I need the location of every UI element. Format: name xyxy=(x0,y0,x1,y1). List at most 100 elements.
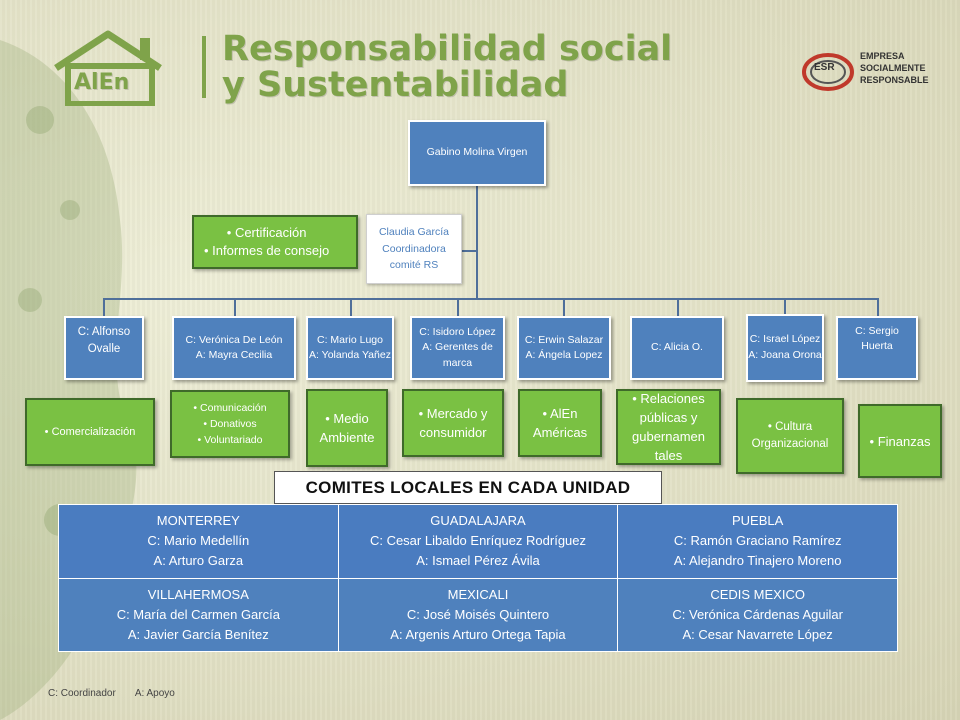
branch-line xyxy=(103,298,879,300)
committee-line: C: Isidoro López xyxy=(419,326,496,339)
unit-cell-monterrey: MONTERREY C: Mario Medellín A: Arturo Ga… xyxy=(58,504,339,579)
unit-support: A: Argenis Arturo Ortega Tapia xyxy=(390,626,566,642)
committee-node-7: C: Israel López A: Joana Orona xyxy=(746,314,824,382)
branch-drop-3 xyxy=(350,298,352,318)
committee-line: C: Israel López xyxy=(749,333,821,346)
unit-city: PUEBLA xyxy=(732,513,784,529)
committee-line: A: Ángela Lopez xyxy=(525,349,603,361)
unit-coordinator: C: Ramón Graciano Ramírez xyxy=(673,533,842,549)
area-box-7: Cultura Organizacional xyxy=(736,398,844,474)
unit-support: A: Alejandro Tinajero Moreno xyxy=(673,553,842,569)
area-box-5: AlEn Américas xyxy=(518,389,602,457)
unit-cell-mexicali: MEXICALI C: José Moisés Quintero A: Arge… xyxy=(337,577,619,652)
committee-node-4: C: Isidoro López A: Gerentes de marca xyxy=(410,316,505,380)
committee-node-3: C: Mario Lugo A: Yolanda Yañez xyxy=(306,316,394,380)
house-logo-icon xyxy=(54,30,162,107)
area-item: Medio Ambiente xyxy=(308,409,386,447)
unit-support: A: Javier García Benítez xyxy=(127,626,269,642)
committee-line: A: Gerentes de marca xyxy=(422,341,493,369)
header-divider xyxy=(202,36,206,98)
top-node-name: Gabino Molina Virgen xyxy=(426,146,528,159)
alen-logo: AlEn xyxy=(48,28,198,107)
area-item: AlEn Américas xyxy=(520,404,600,442)
committee-line: C: Verónica De León xyxy=(185,333,283,346)
area-box-6: Relaciones públicas y gubernamen tales xyxy=(616,389,721,465)
local-committees-label: COMITES LOCALES EN CADA UNIDAD xyxy=(274,471,662,504)
area-item: Comunicación xyxy=(193,400,267,416)
area-item: Relaciones públicas y gubernamen tales xyxy=(618,389,719,465)
unit-coordinator: C: Verónica Cárdenas Aguilar xyxy=(672,606,843,622)
coordinator-connector xyxy=(462,250,477,252)
unit-city: MONTERREY xyxy=(156,513,240,529)
unit-support: A: Arturo Garza xyxy=(153,553,244,569)
branch-drop-1 xyxy=(103,298,105,318)
unit-coordinator: C: José Moisés Quintero xyxy=(406,606,550,622)
esr-logo: ESR EMPRESA SOCIALMENTE RESPONSABLE xyxy=(800,42,940,102)
unit-support: A: Ismael Pérez Ávila xyxy=(416,553,540,569)
unit-city: VILLAHERMOSA xyxy=(147,586,249,602)
committee-line: A: Yolanda Yañez xyxy=(309,349,391,361)
unit-cell-guadalajara: GUADALAJARA C: Cesar Libaldo Enríquez Ro… xyxy=(337,504,619,579)
area-item: Finanzas xyxy=(870,434,931,449)
coordinator-name: Claudia García xyxy=(378,225,450,238)
committee-line: C: Sergio Huerta xyxy=(855,325,899,353)
top-node: Gabino Molina Virgen xyxy=(408,120,546,186)
unit-city: MEXICALI xyxy=(447,586,509,602)
trunk-line xyxy=(476,186,478,298)
esr-line3: RESPONSABLE xyxy=(860,75,929,85)
duty-item: Informes de consejo xyxy=(204,242,329,260)
table-row: MONTERREY C: Mario Medellín A: Arturo Ga… xyxy=(58,504,898,579)
branch-drop-7 xyxy=(784,298,786,318)
committee-line: A: Joana Orona xyxy=(748,349,822,361)
local-committees-table: MONTERREY C: Mario Medellín A: Arturo Ga… xyxy=(58,504,898,652)
branch-drop-8 xyxy=(877,298,879,318)
committee-line: C: Erwin Salazar xyxy=(524,333,604,346)
coordinator-role: Coordinadora comité RS xyxy=(382,242,446,272)
unit-coordinator: C: Mario Medellín xyxy=(147,533,250,549)
brand-logo-text: AlEn xyxy=(74,70,130,95)
area-item: Voluntariado xyxy=(193,432,266,448)
unit-city: CEDIS MEXICO xyxy=(710,586,805,602)
unit-coordinator: C: María del Carmen García xyxy=(116,606,280,622)
area-box-2: Comunicación Donativos Voluntariado xyxy=(170,390,290,458)
page-title-line1: Responsabilidad social xyxy=(222,29,673,69)
esr-line1: EMPRESA xyxy=(860,51,905,61)
committee-node-2: C: Verónica De León A: Mayra Cecilia xyxy=(172,316,296,380)
area-box-1: Comercialización xyxy=(25,398,155,466)
legend: C: Coordinador A: Apoyo xyxy=(48,688,175,699)
coordinator-duties: Certificación Informes de consejo xyxy=(192,215,358,269)
committee-node-5: C: Erwin Salazar A: Ángela Lopez xyxy=(517,316,611,380)
area-box-4: Mercado y consumidor xyxy=(402,389,504,457)
area-box-3: Medio Ambiente xyxy=(306,389,388,467)
legend-support: A: Apoyo xyxy=(134,688,175,699)
unit-coordinator: C: Cesar Libaldo Enríquez Rodríguez xyxy=(369,533,587,549)
branch-drop-5 xyxy=(563,298,565,318)
unit-city: GUADALAJARA xyxy=(430,513,526,529)
duty-item: Certificación xyxy=(204,224,329,242)
unit-cell-puebla: PUEBLA C: Ramón Graciano Ramírez A: Alej… xyxy=(617,504,898,579)
committee-node-8: C: Sergio Huerta xyxy=(836,316,918,380)
committee-line: C: Alicia O. xyxy=(651,341,703,354)
committee-line: A: Mayra Cecilia xyxy=(195,349,273,361)
committee-line: C: Alfonso Ovalle xyxy=(77,326,131,355)
unit-support: A: Cesar Navarrete López xyxy=(682,626,833,642)
branch-drop-2 xyxy=(234,298,236,318)
legend-coordinator: C: Coordinador xyxy=(48,688,116,699)
esr-emblem-icon xyxy=(802,53,854,91)
esr-abbr: ESR xyxy=(814,62,835,73)
branch-drop-4 xyxy=(457,298,459,318)
committee-node-6: C: Alicia O. xyxy=(630,316,724,380)
esr-line2: SOCIALMENTE xyxy=(860,63,926,73)
area-item: Comercialización xyxy=(45,426,136,438)
area-item: Donativos xyxy=(193,416,266,432)
area-box-8: Finanzas xyxy=(858,404,942,478)
committee-line: C: Mario Lugo xyxy=(317,333,383,346)
committee-node-1: C: Alfonso Ovalle xyxy=(64,316,144,380)
branch-drop-6 xyxy=(677,298,679,318)
coordinator-node: Claudia García Coordinadora comité RS xyxy=(366,214,462,284)
area-item: Cultura Organizacional xyxy=(738,419,842,453)
area-item: Mercado y consumidor xyxy=(404,404,502,442)
page-title-line2: y Sustentabilidad xyxy=(222,65,569,105)
unit-cell-cedis-mexico: CEDIS MEXICO C: Verónica Cárdenas Aguila… xyxy=(617,577,898,652)
table-row: VILLAHERMOSA C: María del Carmen García … xyxy=(58,577,898,652)
